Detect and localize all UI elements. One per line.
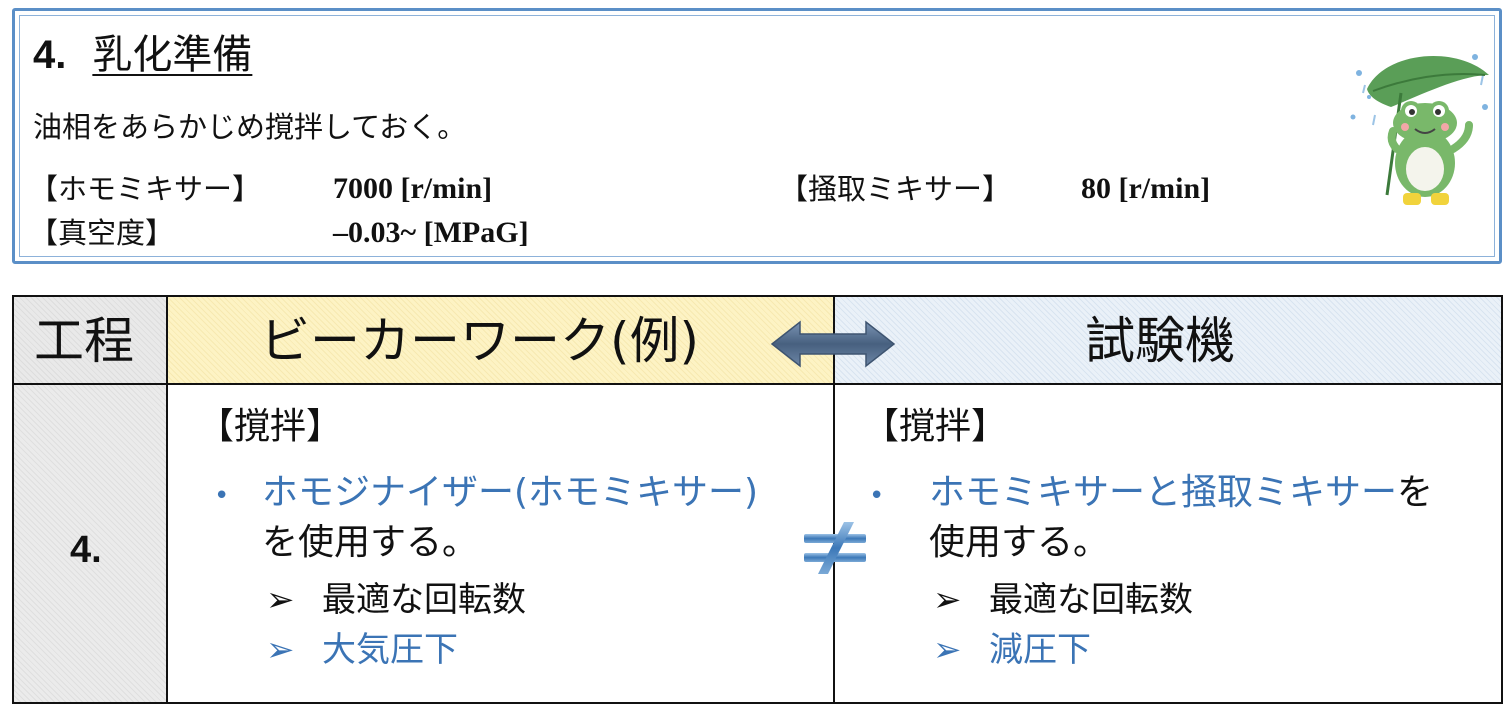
tester-sub-text-2: 減圧下 [989,630,1091,670]
beaker-sub-item-2: ➢ 大気圧下 [266,627,458,673]
scrape-mixer-label: 【掻取ミキサー】 [779,172,1012,206]
tester-sub-text-1: 最適な回転数 [989,580,1193,620]
vacuum-value: –0.03~ [MPaG] [333,216,529,249]
tester-bullet-highlight: ホモミキサーと掻取ミキサー [929,472,1398,513]
frog-umbrella-illustration [1350,54,1489,205]
beaker-sub-marker-1: ➢ [266,580,295,620]
tester-cell: 【撹拌】 • ホモミキサーと掻取ミキサーを 使用する。 ➢ 最適な回転数 ➢ 減圧下 [833,383,1503,704]
header-step-label: 工程 [34,312,134,370]
step-description: 油相をあらかじめ撹拌しておく。 [33,110,467,144]
vacuum-label: 【真空度】 [29,216,175,250]
step-cell-number: 4. [70,529,102,571]
tester-bullet-rest-1: を [1397,472,1434,513]
header-tester-cell: 試験機 [833,295,1503,385]
step-name: 乳化準備 [92,32,253,78]
tester-bullet: • [869,481,885,511]
scrape-mixer-value: 80 [r/min] [1081,172,1211,205]
beaker-sub-item-1: ➢ 最適な回転数 [266,577,526,623]
beaker-bullet: • [214,481,230,511]
step-number: 4. [33,33,67,77]
tester-bullet-line1: ホモミキサーと掻取ミキサーを [929,469,1433,517]
beaker-bullet-rest: を使用する。 [262,522,479,563]
beaker-section-title: 【撹拌】 [198,406,343,447]
header-tester-label: 試験機 [1085,312,1235,370]
beaker-bullet-highlight: ホモジナイザー(ホモミキサー) [262,472,759,513]
homo-mixer-label: 【ホモミキサー】 [29,172,262,206]
tester-sub-item-2: ➢ 減圧下 [933,627,1091,673]
step-cell: 4. [12,383,168,704]
beaker-sub-text-2: 大気圧下 [322,630,458,670]
beaker-sub-text-1: 最適な回転数 [322,580,526,620]
step-info-box: 4. 乳化準備 油相をあらかじめ撹拌しておく。 【ホモミキサー】 7000 [r/… [12,8,1502,264]
tester-sub-marker-1: ➢ [933,580,962,620]
header-beaker-label: ビーカーワーク(例) [260,312,700,370]
not-equal-icon [804,522,866,574]
double-arrow-icon [770,320,896,368]
beaker-cell: 【撹拌】 • ホモジナイザー(ホモミキサー) を使用する。 ➢ 最適な回転数 ➢ 大… [166,383,835,704]
homo-mixer-value: 7000 [r/min] [333,172,493,205]
header-beaker-cell: ビーカーワーク(例) [166,295,835,385]
step-title: 4. 乳化準備 [33,31,252,79]
header-step-cell: 工程 [12,295,168,385]
beaker-sub-marker-2: ➢ [266,630,295,670]
tester-sub-marker-2: ➢ [933,630,962,670]
tester-sub-item-1: ➢ 最適な回転数 [933,577,1193,623]
comparison-table: 工程 ビーカーワーク(例) 試験機 4. 【撹拌】 • ホモジナイザー(ホモミキ… [12,295,1503,704]
tester-bullet-rest-2: 使用する。 [929,522,1110,563]
tester-section-title: 【撹拌】 [863,406,1008,447]
